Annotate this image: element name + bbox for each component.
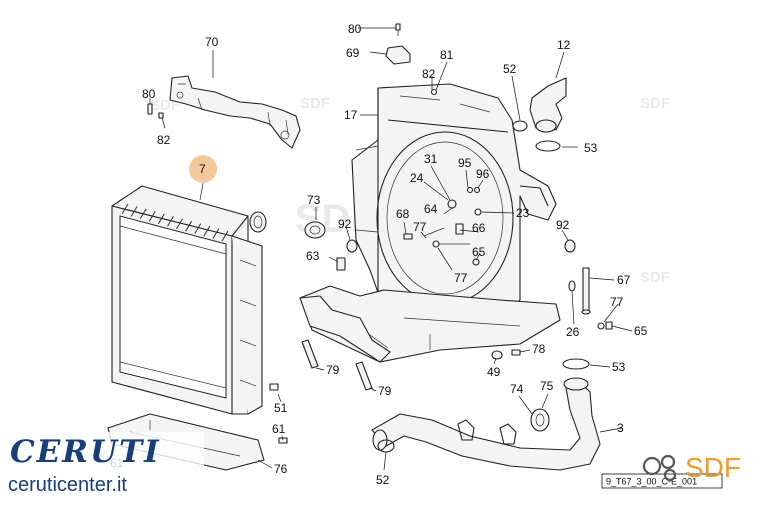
- bolt-63: [336, 257, 346, 271]
- grommet-92-right: [564, 239, 576, 253]
- radiator-fin: [194, 223, 202, 234]
- watermark-text: SDF: [150, 97, 180, 114]
- screw-80-82-left: [147, 98, 166, 129]
- radiator-fin: [130, 206, 138, 217]
- callout-53: 53: [584, 141, 598, 155]
- radiator-fin: [203, 225, 211, 237]
- radiator-fin: [157, 213, 165, 225]
- ceruti-logo-text: CERUTI: [10, 434, 161, 470]
- callout-52: 52: [376, 473, 390, 487]
- callout-77: 77: [413, 220, 427, 234]
- radiator-fin: [121, 203, 129, 215]
- callout-17: 17: [344, 108, 358, 122]
- radiator-fin: [148, 211, 156, 222]
- seal-73: [304, 221, 326, 239]
- callout-53: 53: [612, 360, 626, 374]
- callout-64: 64: [424, 202, 438, 216]
- callout-76: 76: [274, 462, 288, 476]
- radiator-fin: [185, 220, 193, 232]
- bolts-51-61: [269, 383, 288, 444]
- radiator-fin: [139, 208, 147, 220]
- callout-69: 69: [346, 46, 360, 60]
- lower-support-frame: [299, 285, 561, 363]
- callout-66: 66: [472, 221, 486, 235]
- callout-80: 80: [348, 22, 362, 36]
- callout-77: 77: [454, 271, 468, 285]
- washer-49: [491, 350, 503, 360]
- callout-26: 26: [566, 325, 580, 339]
- radiator-7: [111, 185, 267, 415]
- callout-7-highlight: [189, 155, 217, 201]
- callout-24: 24: [410, 171, 424, 185]
- lower-hose-3: [371, 377, 601, 471]
- sdf-logo-text: SDF: [685, 452, 741, 483]
- ceruti-logo: CERUTI ceruticenter.it: [4, 432, 204, 496]
- callout-73: 73: [307, 193, 321, 207]
- clamp-75: [530, 408, 550, 432]
- callout-49: 49: [487, 365, 501, 379]
- callout-81: 81: [440, 48, 454, 62]
- clamp-52-upper: [512, 120, 528, 132]
- drawing-code-box: 9_T67_3_00_C-E_001: [601, 473, 723, 489]
- callout-65: 65: [472, 245, 486, 259]
- callout-68: 68: [396, 207, 410, 221]
- callout-65: 65: [634, 324, 648, 338]
- bolt-77-65: [597, 321, 613, 330]
- watermark-text: SDF: [640, 269, 670, 286]
- callout-70: 70: [205, 35, 219, 49]
- callout-79: 79: [326, 363, 340, 377]
- clamp-74: [457, 419, 517, 445]
- radiator-fin: [212, 228, 220, 239]
- leader-lines: [212, 27, 633, 471]
- upper-hose-12: [529, 77, 567, 133]
- radiator-fin: [167, 216, 174, 227]
- callout-82: 82: [157, 133, 171, 147]
- callout-96: 96: [476, 167, 490, 181]
- callout-77: 77: [610, 295, 624, 309]
- callout-78: 78: [532, 342, 546, 356]
- callout-63: 63: [306, 249, 320, 263]
- bolt-78: [511, 349, 521, 356]
- pin-67: [581, 267, 591, 315]
- callout-67: 67: [617, 273, 631, 287]
- callout-3: 3: [617, 421, 624, 435]
- grommet-92-left: [346, 239, 358, 253]
- sdf-emblem-icon: [642, 454, 677, 482]
- drawing-code: 9_T67_3_00_C-E_001: [606, 477, 697, 487]
- watermark-text: SDF: [300, 95, 330, 112]
- washer-26: [568, 280, 576, 292]
- callout-92: 92: [556, 218, 570, 232]
- callout-61: 61: [272, 422, 286, 436]
- clamp-53-upper: [535, 140, 561, 152]
- strip-79-right: [355, 361, 373, 391]
- fan-hardware: [403, 88, 482, 266]
- watermark-text: SDF: [640, 95, 670, 112]
- callout-51: 51: [274, 401, 288, 415]
- callout-52: 52: [503, 62, 517, 76]
- callout-79: 79: [378, 384, 392, 398]
- callout-7: 7: [199, 162, 206, 176]
- callout-82: 82: [422, 67, 436, 81]
- strip-79-left: [301, 339, 319, 369]
- callout-23: 23: [516, 206, 530, 220]
- clamp-53-lower: [562, 358, 590, 370]
- radiator-fin: [221, 230, 229, 242]
- callout-74: 74: [510, 382, 524, 396]
- radiator-fins: [121, 203, 229, 242]
- ceruti-site-text: ceruticenter.it: [8, 474, 127, 496]
- bracket-70: [169, 75, 301, 149]
- callout-95: 95: [458, 156, 472, 170]
- nut-69-screw-80: [385, 23, 411, 65]
- callout-12: 12: [557, 38, 571, 52]
- shroud-frame-17: [351, 83, 557, 313]
- radiator-fin: [176, 218, 183, 229]
- callout-80: 80: [142, 87, 156, 101]
- callout-31: 31: [424, 152, 438, 166]
- callout-75: 75: [540, 379, 554, 393]
- sdf-logo: SDF: [642, 452, 741, 483]
- callout-92: 92: [338, 217, 352, 231]
